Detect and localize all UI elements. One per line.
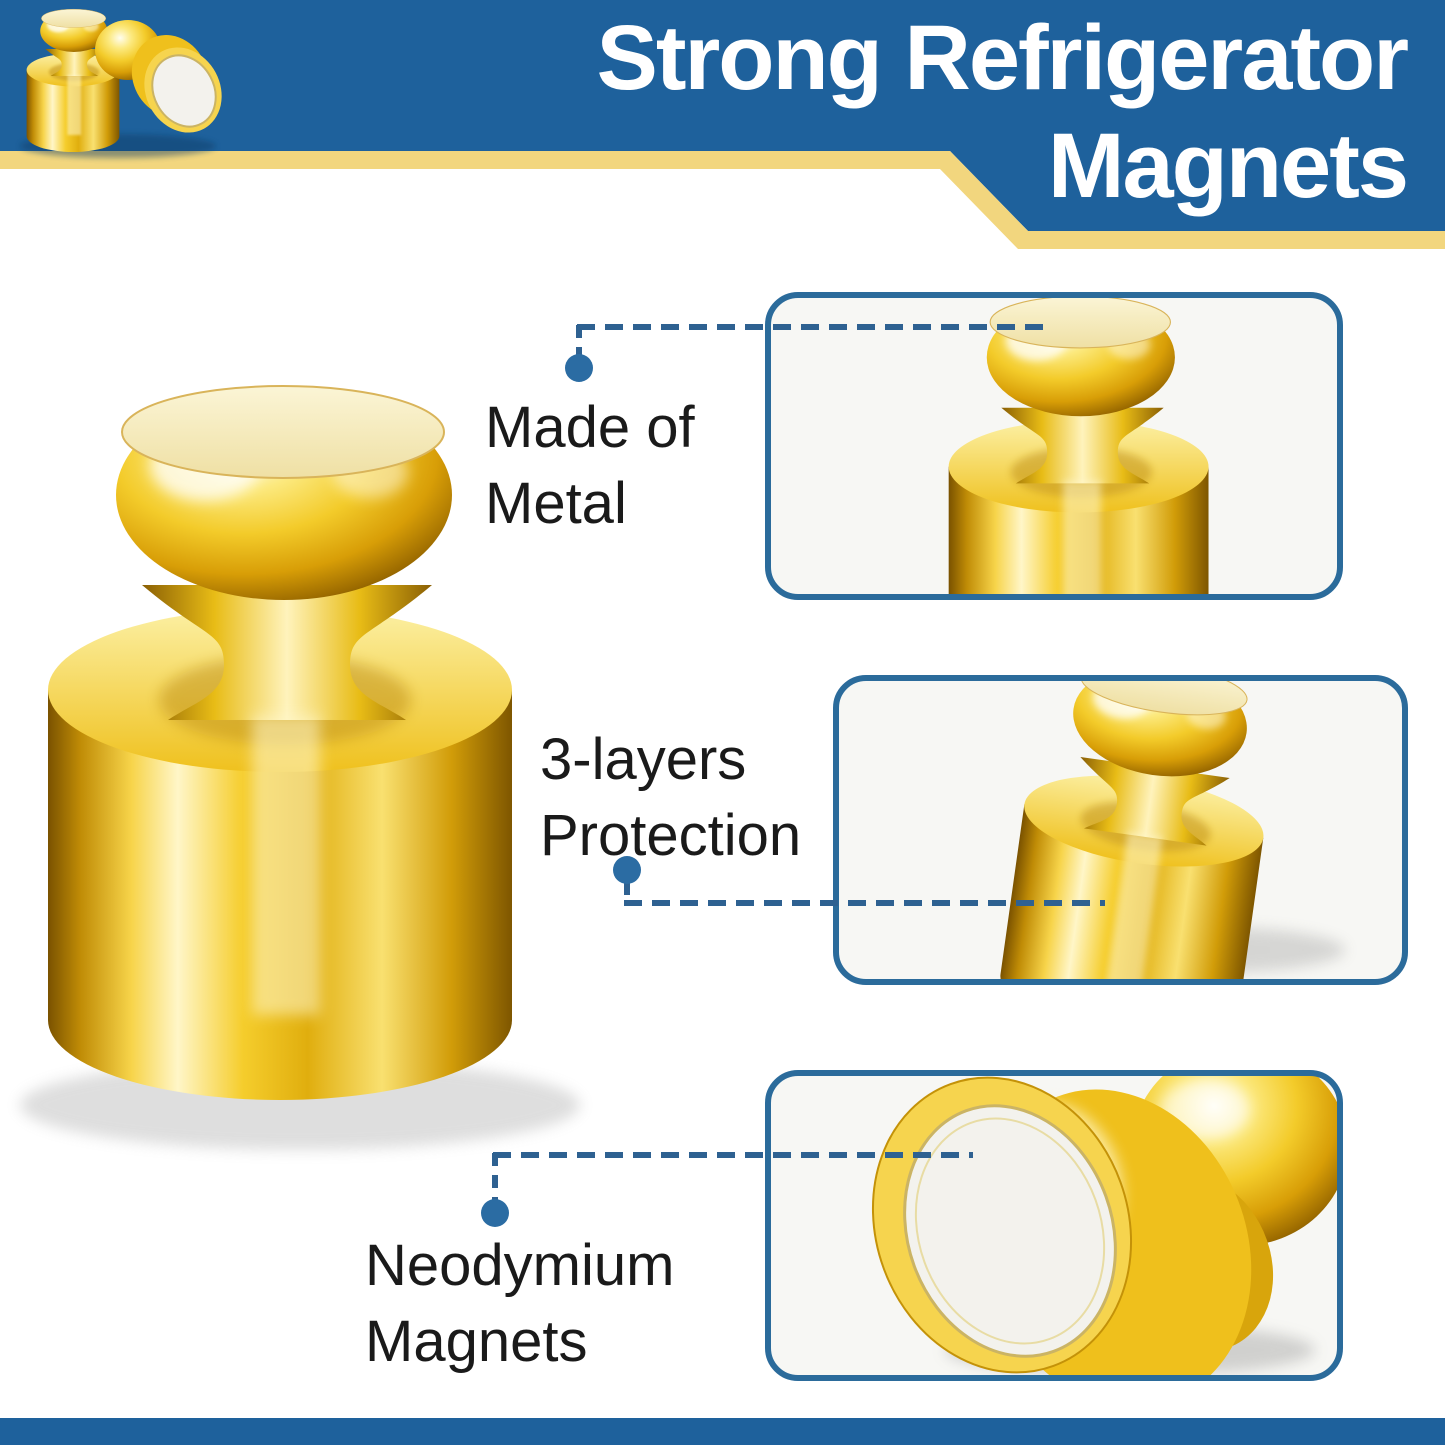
connector-2-vline (624, 882, 630, 904)
callout-box-2 (833, 648, 1408, 1049)
page-title: Strong Refrigerator Magnets (596, 4, 1409, 220)
callout-box-1 (765, 292, 1343, 696)
callout-box-2-image (995, 648, 1345, 1049)
callout-box-1-image (949, 296, 1209, 696)
connector-3-vline (492, 1153, 498, 1201)
connector-3-hline (493, 1152, 973, 1158)
callout-label-2-line1: 3-layers (540, 727, 747, 792)
connector-1-vline (576, 325, 582, 357)
callout-label-1: Made of Metal (485, 390, 695, 542)
page-title-line2: Magnets (1047, 115, 1409, 217)
connector-1-hline (577, 324, 1050, 330)
connector-3-dot (481, 1199, 509, 1227)
callout-label-3-line1: Neodymium (365, 1233, 675, 1298)
main-product-image (20, 386, 580, 1150)
connector-1-dot (565, 354, 593, 382)
thumbnail-magnets-image (20, 9, 222, 158)
callout-label-2-line2: Protection (540, 803, 802, 868)
connector-2-hline (624, 900, 1105, 906)
callout-label-3: Neodymium Magnets (365, 1228, 674, 1380)
callout-label-3-line2: Magnets (365, 1309, 588, 1374)
footer-bar (0, 1418, 1445, 1445)
callout-label-1-line1: Made of (485, 395, 695, 460)
connector-2-dot (613, 856, 641, 884)
page-title-line1: Strong Refrigerator (596, 7, 1409, 109)
callout-label-1-line2: Metal (485, 471, 627, 536)
callout-box-3-image (871, 1073, 1340, 1378)
callout-box-3 (765, 1070, 1343, 1381)
callout-label-2: 3-layers Protection (540, 722, 801, 874)
